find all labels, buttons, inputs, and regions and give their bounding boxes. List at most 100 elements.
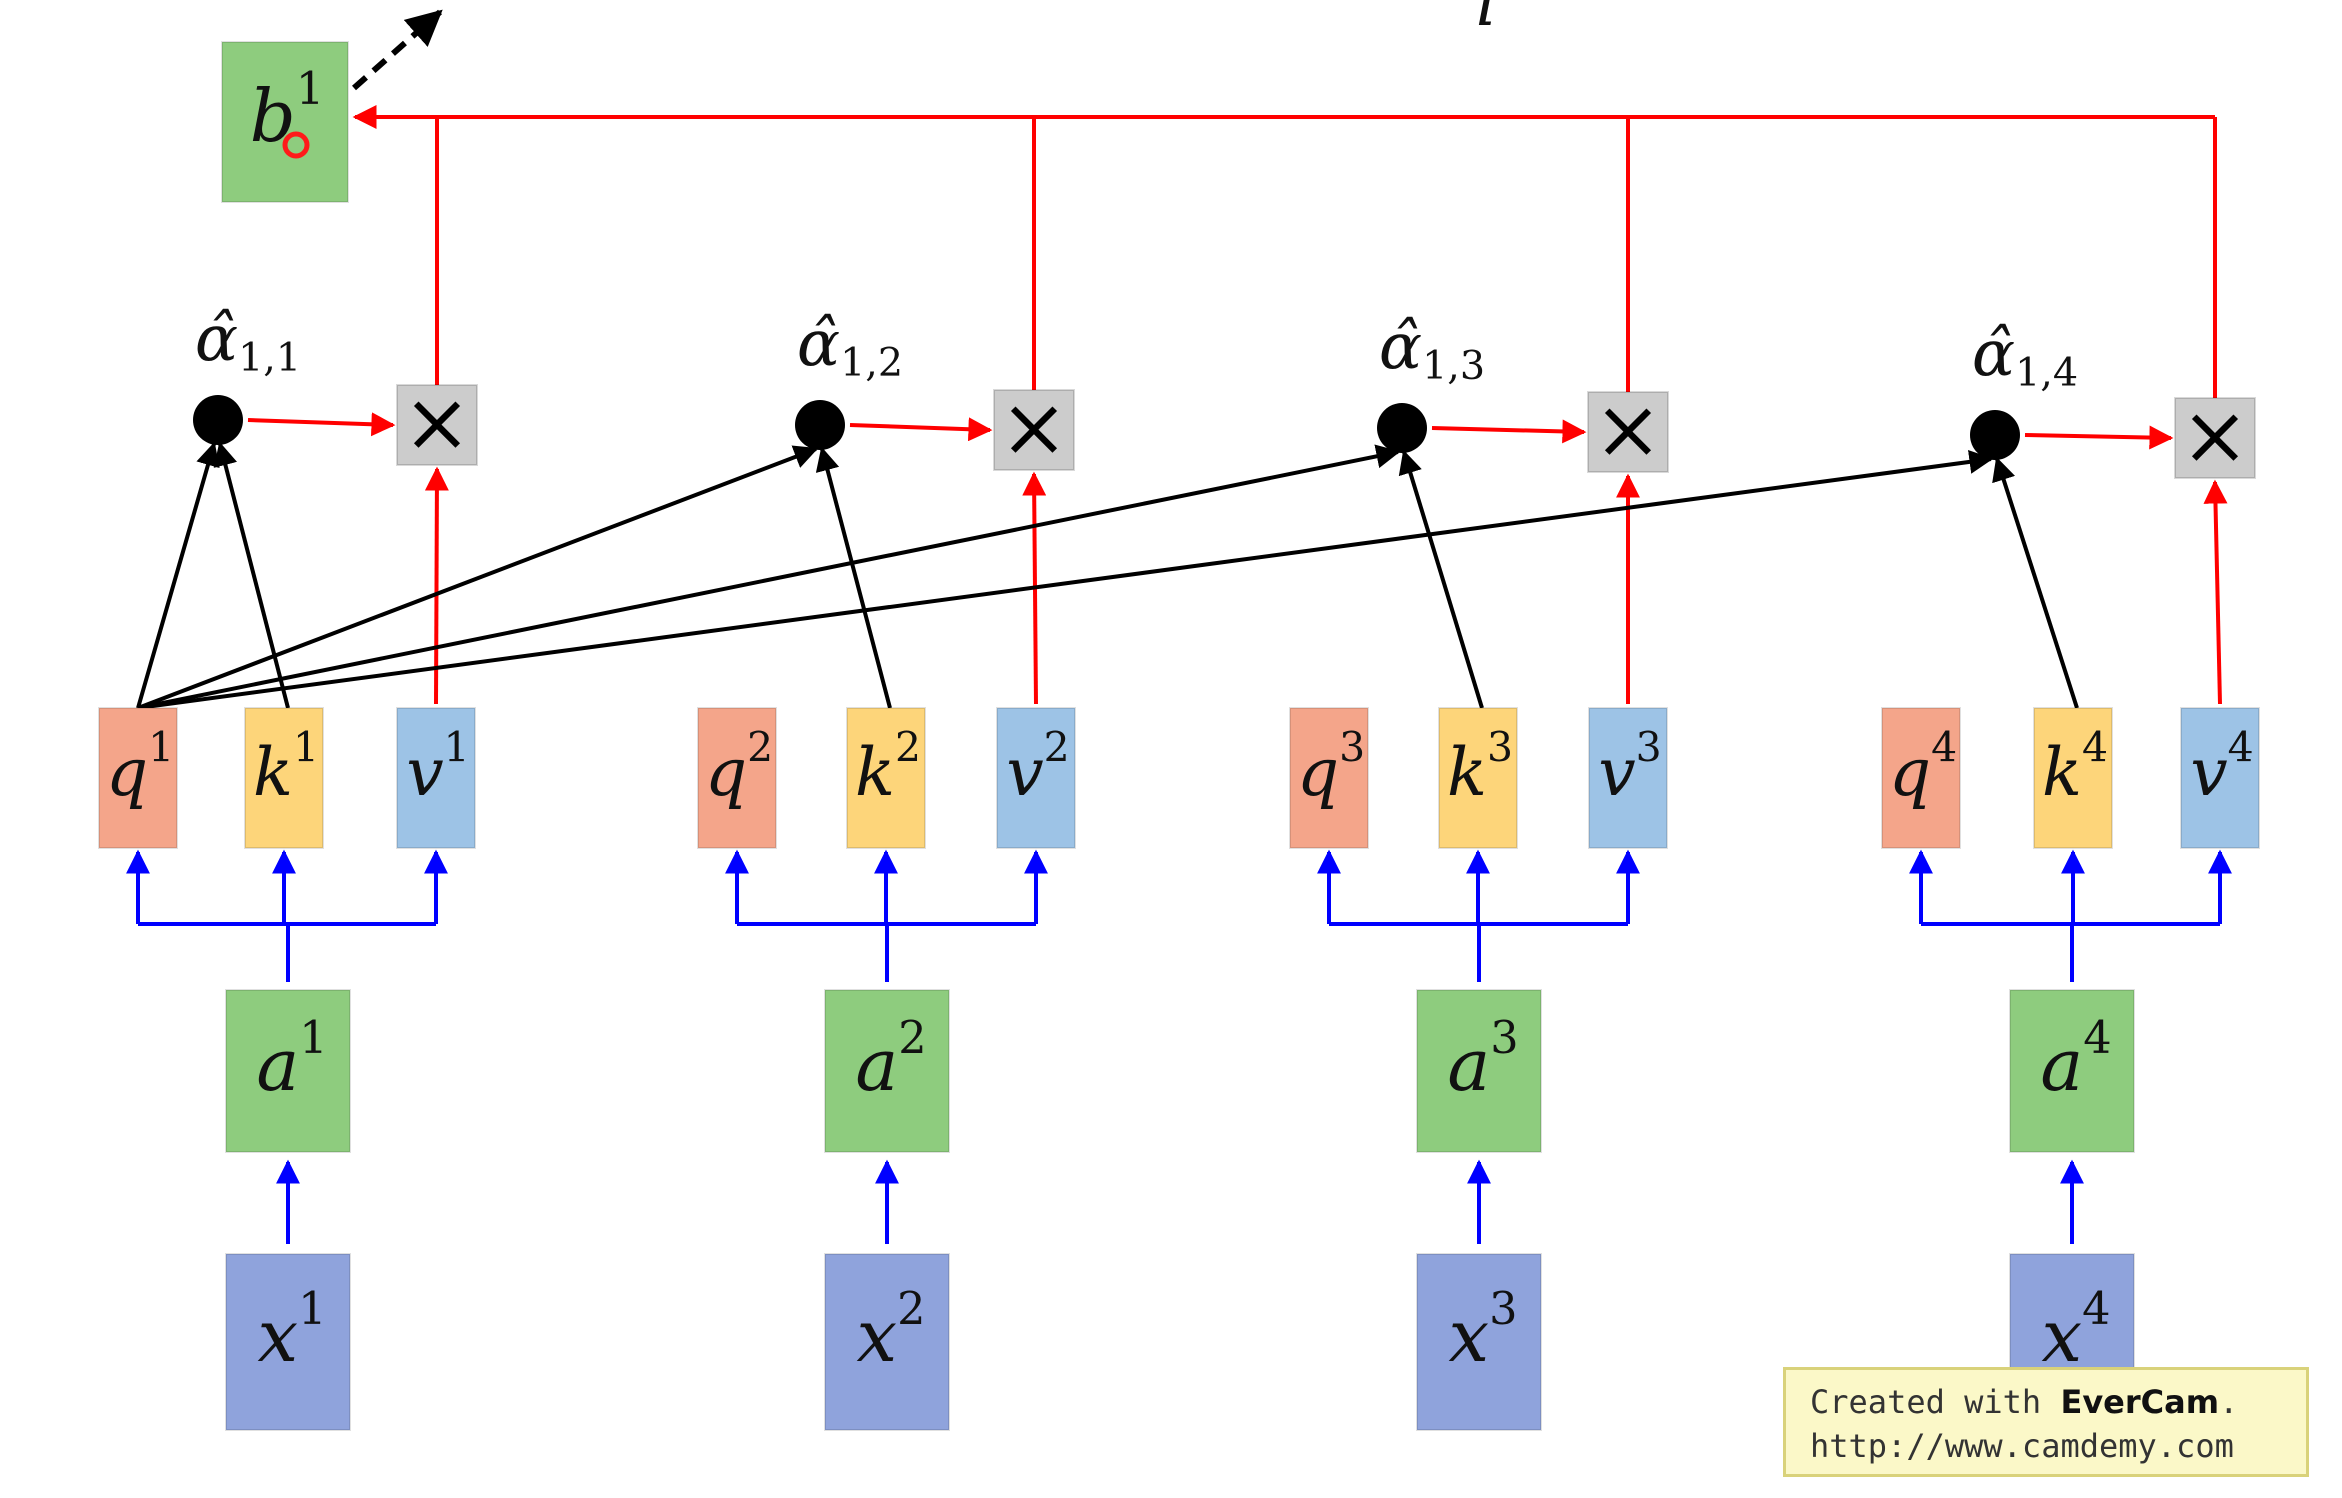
evercam-watermark: Created with EverCam. http://www.camdemy…: [1783, 1367, 2309, 1477]
x1-label-base: x: [257, 1294, 298, 1378]
k3-box: k3: [1438, 707, 1518, 849]
x3-label-sup: 3: [1489, 1282, 1517, 1334]
v2-box: v2: [996, 707, 1076, 849]
x3-label-base: x: [1448, 1294, 1489, 1378]
k1-label-base: k: [253, 734, 293, 811]
alpha4-label-sub: 1,4: [2015, 350, 2078, 396]
x1-box-rect: [225, 1253, 351, 1431]
x3-box-rect: [1416, 1253, 1542, 1431]
v1-label: v1: [406, 723, 469, 811]
v4-to-mult4-arrow: [2203, 479, 2228, 705]
multiply4-node: ×: [2174, 389, 2256, 484]
v1-label-sup: 1: [444, 723, 470, 771]
v4-label-base: v: [2190, 734, 2227, 811]
x4-label: x4: [2041, 1282, 2110, 1378]
k2-label-sup: 2: [895, 723, 921, 771]
q1-to-alpha2-arrow: [137, 445, 819, 710]
k2-box-rect: [846, 707, 926, 849]
a4-label-sup: 4: [2083, 1011, 2111, 1063]
q1-label: q1: [106, 723, 174, 811]
q3-label-sup: 3: [1339, 723, 1365, 771]
k1-box-rect: [244, 707, 324, 849]
alpha3-label-base: α̂: [1379, 310, 1422, 384]
q2-label: q2: [705, 723, 773, 811]
a1-box-rect: [225, 989, 351, 1153]
x2-label: x2: [856, 1282, 925, 1378]
multiply4-rect: [2174, 397, 2256, 479]
x2-label-sup: 2: [897, 1282, 925, 1334]
b1-output-box: b1: [221, 41, 349, 203]
multiply1-symbol: ×: [403, 376, 472, 471]
multiply4-symbol: ×: [2181, 389, 2250, 484]
multiply1-rect: [396, 384, 478, 466]
q2-box-rect: [697, 707, 777, 849]
a3-label-sup: 3: [1490, 1011, 1518, 1063]
alpha1-label-sub: 1,1: [238, 335, 301, 381]
v4-label-sup: 4: [2228, 723, 2254, 771]
a3-label: a3: [1447, 1011, 1518, 1107]
v3-label-sup: 3: [1636, 723, 1662, 771]
alpha1-to-mult1-arrow: [247, 412, 396, 437]
k1-box: k1: [244, 707, 324, 849]
a1-label-sup: 1: [299, 1011, 327, 1063]
alpha2-to-mult2-arrow: [849, 417, 993, 442]
x4-label-sup: 4: [2082, 1282, 2110, 1334]
a1-label-base: a: [256, 1023, 299, 1107]
alpha2-label: α̂1,2: [797, 307, 903, 386]
k3-label-base: k: [1447, 734, 1487, 811]
x1-label-sup: 1: [298, 1282, 326, 1334]
a3-label-base: a: [1447, 1023, 1490, 1107]
q1-to-alpha1-arrow: [136, 441, 220, 709]
q1-to-alpha3-arrow: [137, 444, 1401, 710]
b1-label: b1: [250, 62, 325, 158]
k4-label-sup: 4: [2082, 723, 2108, 771]
a1-label: a1: [256, 1011, 327, 1107]
k3-to-alpha3-arrow: [1398, 449, 1484, 709]
multiply3-symbol: ×: [1594, 383, 1663, 478]
a4-box-rect: [2009, 989, 2135, 1153]
a2-box: a2: [824, 989, 950, 1153]
a1-box: a1: [225, 989, 351, 1153]
a4-box: a4: [2009, 989, 2135, 1153]
alpha1-label: α̂1,1: [195, 302, 301, 381]
multiply3-rect: [1587, 391, 1669, 473]
k2-label: k2: [855, 723, 921, 811]
alpha3-dot: [1377, 403, 1427, 453]
multiply3-node: ×: [1587, 383, 1669, 478]
multiply2-rect: [993, 389, 1075, 471]
q3-label-base: q: [1297, 734, 1339, 811]
alpha4-label: α̂1,4: [1972, 317, 2078, 396]
v2-label-base: v: [1006, 734, 1043, 811]
q3-box: q3: [1289, 707, 1369, 849]
cursor-marker-icon: [282, 131, 310, 159]
k4-label-base: k: [2042, 734, 2082, 811]
k2-to-alpha2-arrow: [815, 446, 892, 709]
alpha2-dot: [795, 400, 845, 450]
q4-box: q4: [1881, 707, 1961, 849]
q2-label-sup: 2: [747, 723, 773, 771]
q4-box-rect: [1881, 707, 1961, 849]
v4-box-rect: [2180, 707, 2260, 849]
k1-to-alpha1-arrow: [213, 441, 290, 709]
watermark-prefix: Created with: [1810, 1383, 2061, 1421]
q4-label-sup: 4: [1931, 723, 1957, 771]
x1-label: x1: [257, 1282, 326, 1378]
multiply2-node: ×: [993, 381, 1075, 476]
k3-box-rect: [1438, 707, 1518, 849]
v1-to-mult1-arrow: [424, 466, 449, 705]
a3-box: a3: [1416, 989, 1542, 1153]
k1-label-sup: 1: [293, 723, 319, 771]
k2-box: k2: [846, 707, 926, 849]
q2-label-base: q: [705, 734, 747, 811]
alpha3-label-sub: 1,3: [1422, 343, 1485, 389]
x3-box: x3: [1416, 1253, 1542, 1431]
a2-label-sup: 2: [898, 1011, 926, 1063]
b1-label-sup: 1: [296, 62, 324, 114]
x3-label: x3: [1448, 1282, 1517, 1378]
v1-box-rect: [396, 707, 476, 849]
k4-box-rect: [2033, 707, 2113, 849]
v3-label: v3: [1598, 723, 1661, 811]
x2-box-rect: [824, 1253, 950, 1431]
v1-label-base: v: [406, 734, 443, 811]
